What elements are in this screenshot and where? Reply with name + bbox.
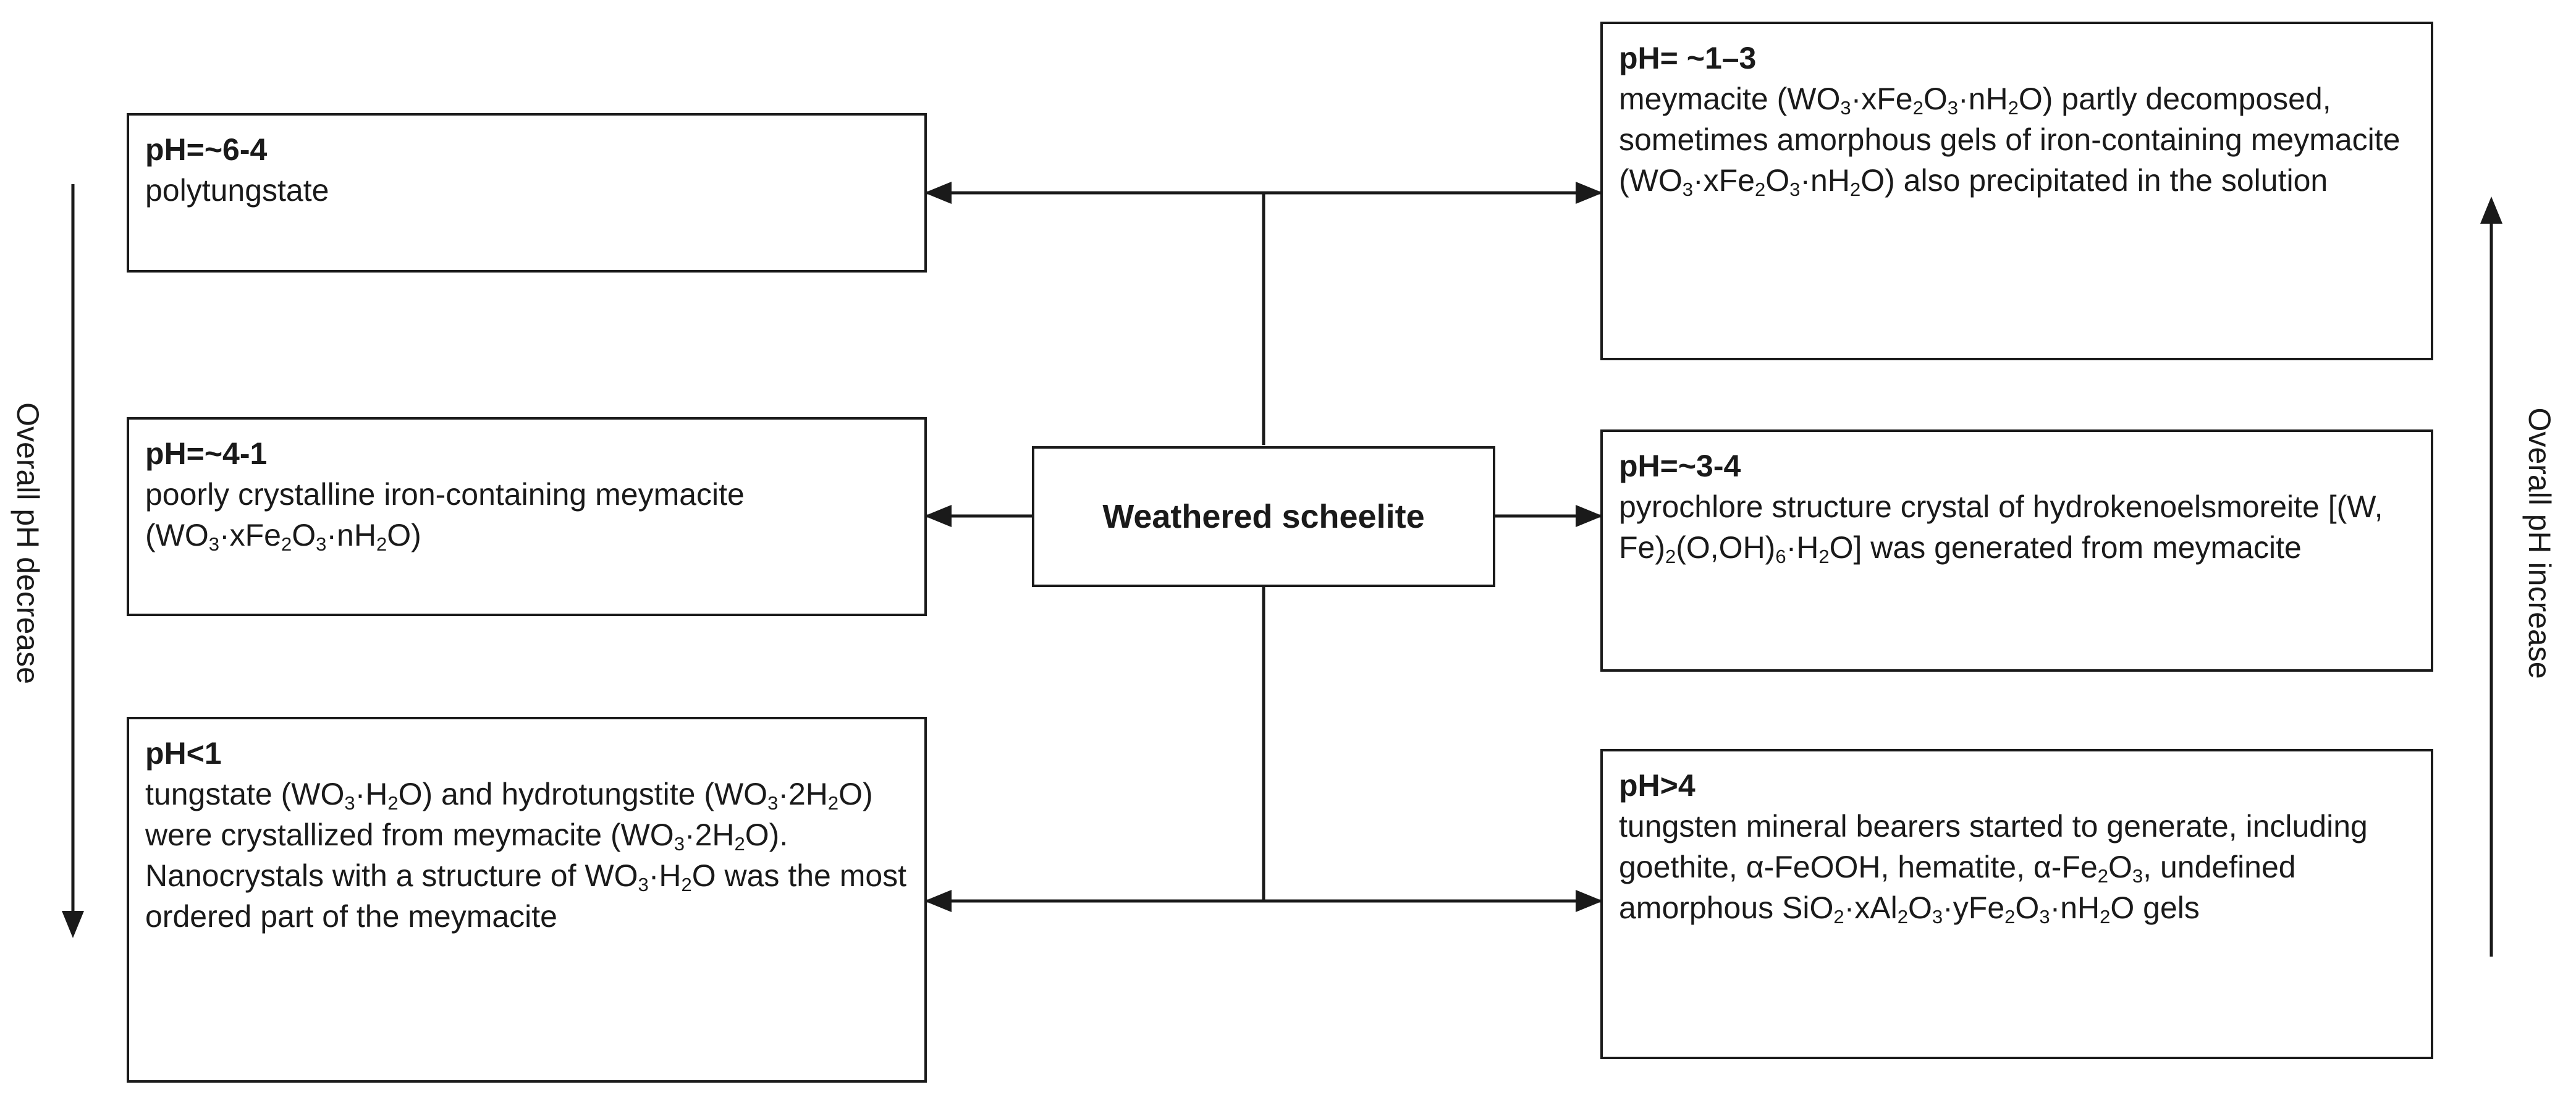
right-box-3-heading: pH>4 <box>1619 768 1696 803</box>
left-box-1-heading: pH=~6-4 <box>145 132 268 167</box>
left-box-3-text: tungstate (WO3·H2O) and hydrotungstite (… <box>145 777 907 934</box>
left-box-3-heading: pH<1 <box>145 736 222 771</box>
right-box-1-heading: pH= ~1–3 <box>1619 41 1757 75</box>
right-box-ph-gt-4: pH>4 tungsten mineral bearers started to… <box>1600 749 2433 1059</box>
left-side-label: Overall pH decrease <box>11 402 45 684</box>
right-box-1-text: meymacite (WO3·xFe2O3·nH2O) partly decom… <box>1619 82 2401 200</box>
right-side-label: Overall pH increase <box>2522 407 2557 679</box>
center-label: Weathered scheelite <box>1102 498 1425 535</box>
right-box-2-heading: pH=~3-4 <box>1619 449 1741 483</box>
left-box-ph-6-4: pH=~6-4 polytungstate <box>127 113 927 273</box>
left-box-ph-4-1: pH=~4-1 poorly crystalline iron-containi… <box>127 417 927 616</box>
right-box-ph-1-3: pH= ~1–3 meymacite (WO3·xFe2O3·nH2O) par… <box>1600 22 2433 360</box>
left-box-2-heading: pH=~4-1 <box>145 436 268 471</box>
right-box-2-text: pyrochlore structure crystal of hydroken… <box>1619 489 2383 567</box>
right-box-3-text: tungsten mineral bearers started to gene… <box>1619 809 2368 928</box>
left-box-1-text: polytungstate <box>145 173 329 208</box>
right-box-ph-3-4: pH=~3-4 pyrochlore structure crystal of … <box>1600 429 2433 672</box>
center-node: Weathered scheelite <box>1032 446 1495 587</box>
left-box-ph-lt-1: pH<1 tungstate (WO3·H2O) and hydrotungst… <box>127 717 927 1083</box>
left-box-2-text: poorly crystalline iron-containing meyma… <box>145 477 745 555</box>
